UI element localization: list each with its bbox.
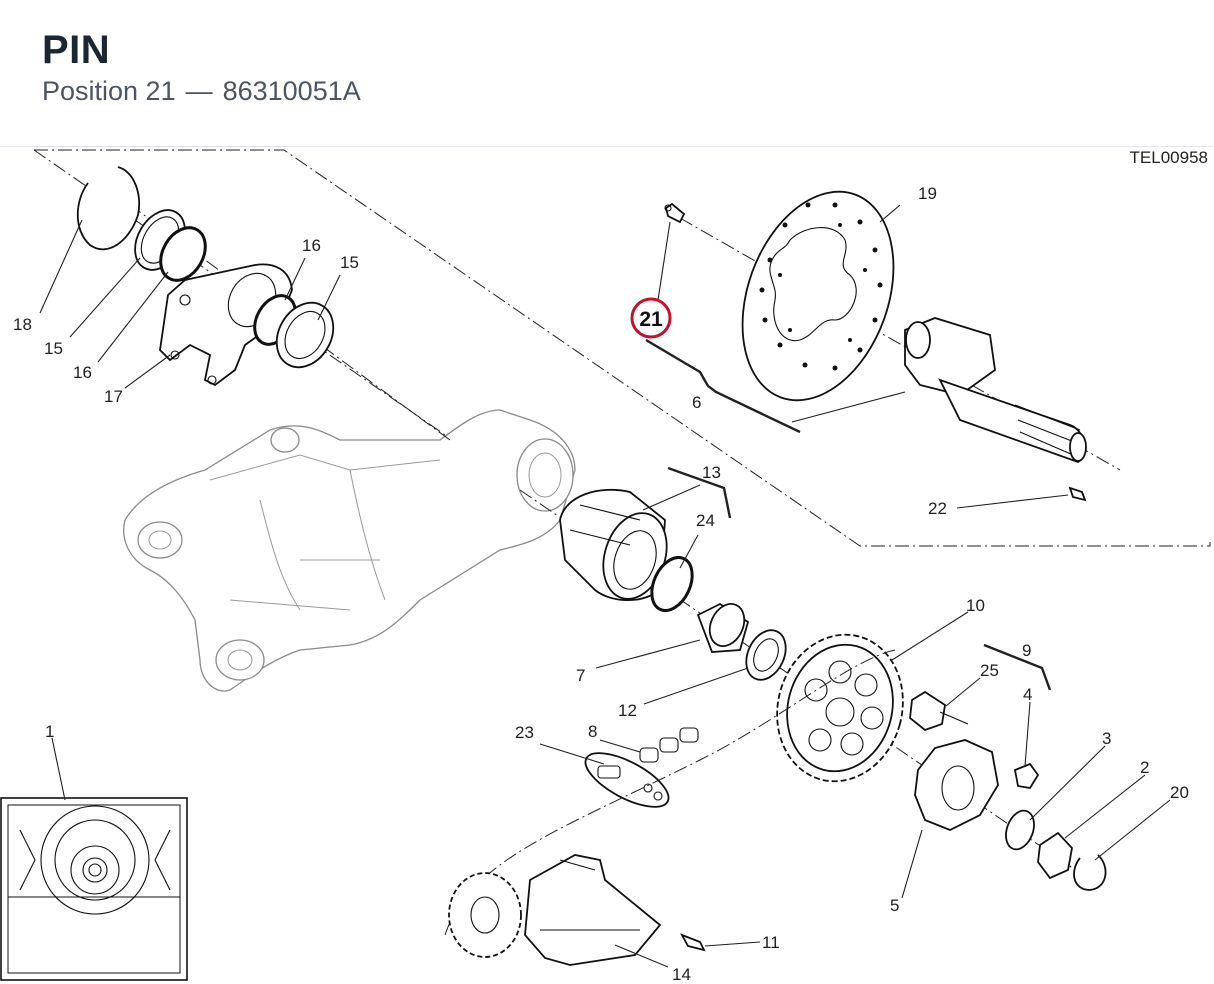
callout-9: 9: [1022, 641, 1031, 660]
callout-16-right: 16: [302, 236, 321, 255]
callout-14: 14: [672, 965, 691, 984]
chain-and-front-group: [444, 649, 896, 966]
callout-7: 7: [576, 666, 585, 685]
part-number: 86310051A: [222, 76, 361, 106]
callout-24: 24: [696, 511, 715, 530]
callout-4: 4: [1023, 685, 1032, 704]
caliper-bracket-group: [76, 166, 451, 441]
highlight-ring: [630, 297, 672, 339]
callout-5: 5: [890, 896, 899, 915]
callout-2: 2: [1140, 758, 1149, 777]
callout-18: 18: [13, 315, 32, 334]
callout-13: 13: [702, 463, 721, 482]
callout-19: 19: [918, 184, 937, 203]
hub-assembly-group: [519, 488, 1107, 891]
drawing-reference-code: TEL00958: [1129, 148, 1208, 167]
page-header: PIN Position 21 — 86310051A: [0, 0, 1214, 147]
callout-10: 10: [966, 596, 985, 615]
leader-lines: [39, 204, 1171, 968]
callout-11: 11: [762, 933, 780, 952]
callout-8: 8: [588, 722, 597, 741]
callout-labels: 18 15 16 17 16 15 19 6 22 13 24 7 12 10 …: [13, 184, 1189, 984]
callout-15-right: 15: [340, 253, 359, 272]
callout-22: 22: [928, 499, 947, 518]
subtitle-separator: —: [185, 76, 213, 106]
part-title: PIN: [42, 28, 111, 72]
callout-3: 3: [1102, 729, 1111, 748]
callout-1: 1: [45, 722, 54, 741]
callout-21: 21: [639, 308, 663, 331]
pin-21: [664, 202, 686, 224]
callout-17: 17: [104, 387, 123, 406]
callout-6: 6: [692, 393, 701, 412]
callout-25: 25: [980, 661, 999, 680]
position-label: Position 21: [42, 76, 176, 106]
highlighted-callout-21[interactable]: 21: [630, 297, 672, 339]
callout-15-left: 15: [44, 339, 63, 358]
part-subtitle: Position 21 — 86310051A: [42, 78, 361, 105]
brake-disc-group: [664, 190, 1121, 502]
callout-20: 20: [1170, 783, 1189, 802]
inset-detail: [0, 797, 188, 981]
callout-16-left: 16: [73, 363, 92, 382]
callout-12: 12: [618, 701, 637, 720]
swingarm-outline: [123, 409, 576, 692]
callout-23: 23: [515, 723, 534, 742]
exploded-parts-diagram: 18 15 16 17 16 15 19 6 22 13 24 7 12 10 …: [0, 149, 1211, 984]
circlip-18: [76, 166, 140, 251]
